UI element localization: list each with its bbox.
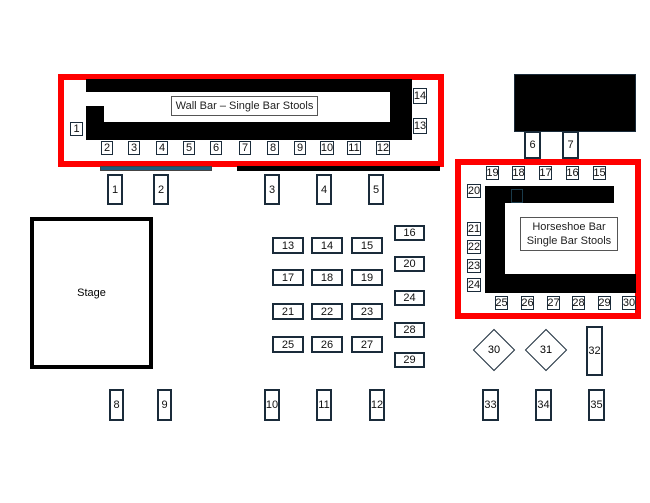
- horseshoe-counter-left: [485, 186, 505, 293]
- table-28[interactable]: 28: [394, 322, 425, 338]
- table-9[interactable]: 9: [157, 389, 172, 421]
- horseshoe-stool-23[interactable]: 23: [467, 259, 481, 273]
- wall-stool-5[interactable]: 5: [183, 141, 195, 155]
- table-31[interactable]: 31: [539, 344, 553, 356]
- table-21[interactable]: 21: [272, 303, 304, 320]
- wall-bar-counter-stub: [86, 106, 104, 140]
- wall-stool-12[interactable]: 12: [376, 141, 390, 155]
- table-26[interactable]: 26: [311, 336, 343, 353]
- table-33[interactable]: 33: [482, 389, 499, 421]
- black-rail: [237, 166, 440, 171]
- table-25[interactable]: 25: [272, 336, 304, 353]
- table-8[interactable]: 8: [109, 389, 124, 421]
- table-30[interactable]: 30: [487, 344, 501, 356]
- wall-stool-6[interactable]: 6: [210, 141, 222, 155]
- horseshoe-stool-21[interactable]: 21: [467, 222, 481, 236]
- table-3[interactable]: 3: [264, 174, 280, 205]
- table-17[interactable]: 17: [272, 269, 304, 286]
- wall-bar-highlight: [58, 74, 444, 167]
- horseshoe-label-line2: Single Bar Stools: [526, 235, 612, 247]
- back-bar-block: [514, 74, 636, 132]
- stage[interactable]: Stage: [30, 217, 153, 369]
- horseshoe-bar-highlight: [455, 159, 641, 319]
- table-12[interactable]: 12: [369, 389, 385, 421]
- table-16[interactable]: 16: [394, 225, 425, 241]
- horseshoe-stool-20[interactable]: 20: [467, 184, 481, 198]
- horseshoe-stool-16[interactable]: 16: [566, 166, 579, 180]
- horseshoe-label-line1: Horseshoe Bar: [532, 221, 606, 233]
- table-32[interactable]: 32: [586, 326, 603, 376]
- table-5[interactable]: 5: [368, 174, 384, 205]
- table-27[interactable]: 27: [351, 336, 383, 353]
- horseshoe-stool-17[interactable]: 17: [539, 166, 552, 180]
- table-4[interactable]: 4: [316, 174, 332, 205]
- horseshoe-stool-19[interactable]: 19: [486, 166, 499, 180]
- table-35[interactable]: 35: [588, 389, 605, 421]
- table-20[interactable]: 20: [394, 256, 425, 272]
- table-14[interactable]: 14: [311, 237, 343, 254]
- table-6[interactable]: 6: [524, 131, 541, 159]
- wall-stool-7[interactable]: 7: [239, 141, 251, 155]
- wall-stool-3[interactable]: 3: [128, 141, 140, 155]
- table-10[interactable]: 10: [264, 389, 280, 421]
- wall-bar-label: Wall Bar – Single Bar Stools: [171, 96, 318, 116]
- horseshoe-stool-18[interactable]: 18: [512, 166, 525, 180]
- table-23[interactable]: 23: [351, 303, 383, 320]
- blue-rail: [100, 166, 212, 171]
- horseshoe-stool-24[interactable]: 24: [467, 278, 481, 292]
- wall-stool-13[interactable]: 13: [413, 118, 427, 134]
- horseshoe-stool-27[interactable]: 27: [547, 296, 560, 310]
- horseshoe-stool-15[interactable]: 15: [593, 166, 606, 180]
- table-15[interactable]: 15: [351, 237, 383, 254]
- horseshoe-stool-22[interactable]: 22: [467, 240, 481, 254]
- horseshoe-counter-top: [485, 186, 614, 203]
- horseshoe-stool-26[interactable]: 26: [521, 296, 534, 310]
- horseshoe-bar-label: Horseshoe Bar Single Bar Stools: [520, 217, 618, 251]
- horseshoe-stool-25[interactable]: 25: [495, 296, 508, 310]
- horseshoe-counter-bottom: [485, 274, 636, 293]
- wall-stool-2[interactable]: 2: [101, 141, 113, 155]
- table-19[interactable]: 19: [351, 269, 383, 286]
- table-7[interactable]: 7: [562, 131, 579, 159]
- horseshoe-stool-30[interactable]: 30: [622, 296, 636, 310]
- horseshoe-stool-29[interactable]: 29: [598, 296, 611, 310]
- table-18[interactable]: 18: [311, 269, 343, 286]
- table-22[interactable]: 22: [311, 303, 343, 320]
- horseshoe-stool-28[interactable]: 28: [572, 296, 585, 310]
- table-34[interactable]: 34: [535, 389, 552, 421]
- wall-stool-1[interactable]: 1: [70, 122, 83, 136]
- horseshoe-marker: [511, 189, 523, 203]
- wall-bar-counter-top: [86, 79, 412, 92]
- wall-stool-11[interactable]: 11: [347, 141, 361, 155]
- table-13[interactable]: 13: [272, 237, 304, 254]
- stage-label: Stage: [77, 287, 106, 299]
- wall-stool-8[interactable]: 8: [267, 141, 279, 155]
- wall-bar-counter-bottom: [86, 122, 412, 140]
- table-1[interactable]: 1: [107, 174, 123, 205]
- wall-stool-4[interactable]: 4: [156, 141, 168, 155]
- table-29[interactable]: 29: [394, 352, 425, 368]
- table-24[interactable]: 24: [394, 290, 425, 306]
- wall-stool-9[interactable]: 9: [294, 141, 306, 155]
- wall-stool-10[interactable]: 10: [320, 141, 334, 155]
- wall-stool-14[interactable]: 14: [413, 88, 427, 104]
- table-2[interactable]: 2: [153, 174, 169, 205]
- table-11[interactable]: 11: [316, 389, 332, 421]
